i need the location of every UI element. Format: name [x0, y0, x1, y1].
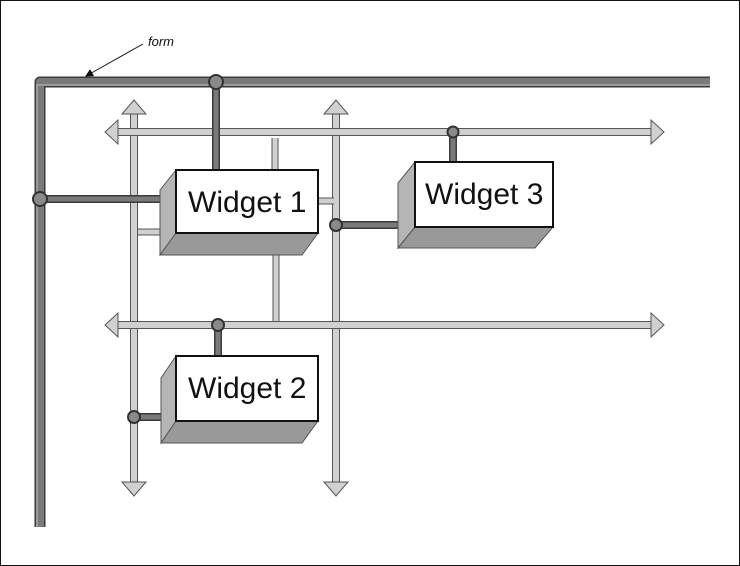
joint-markers [32, 74, 460, 424]
vertical-guide-right [322, 99, 350, 497]
horizontal-guide-top [104, 118, 665, 146]
vertical-guide-left [120, 99, 148, 497]
form-pipe [34, 76, 710, 527]
widget-3-label: Widget 3 [425, 178, 543, 211]
form-pointer: form [85, 34, 174, 77]
widget-2-label: Widget 2 [188, 372, 306, 405]
widget-1: Widget 1 [159, 168, 319, 257]
widget-3: Widget 3 [396, 160, 555, 250]
light-connectors [138, 138, 334, 321]
widget-1-label: Widget 1 [188, 186, 306, 219]
horizontal-guide-middle [104, 311, 665, 339]
form-label: form [148, 34, 174, 49]
widget-2: Widget 2 [160, 354, 319, 445]
